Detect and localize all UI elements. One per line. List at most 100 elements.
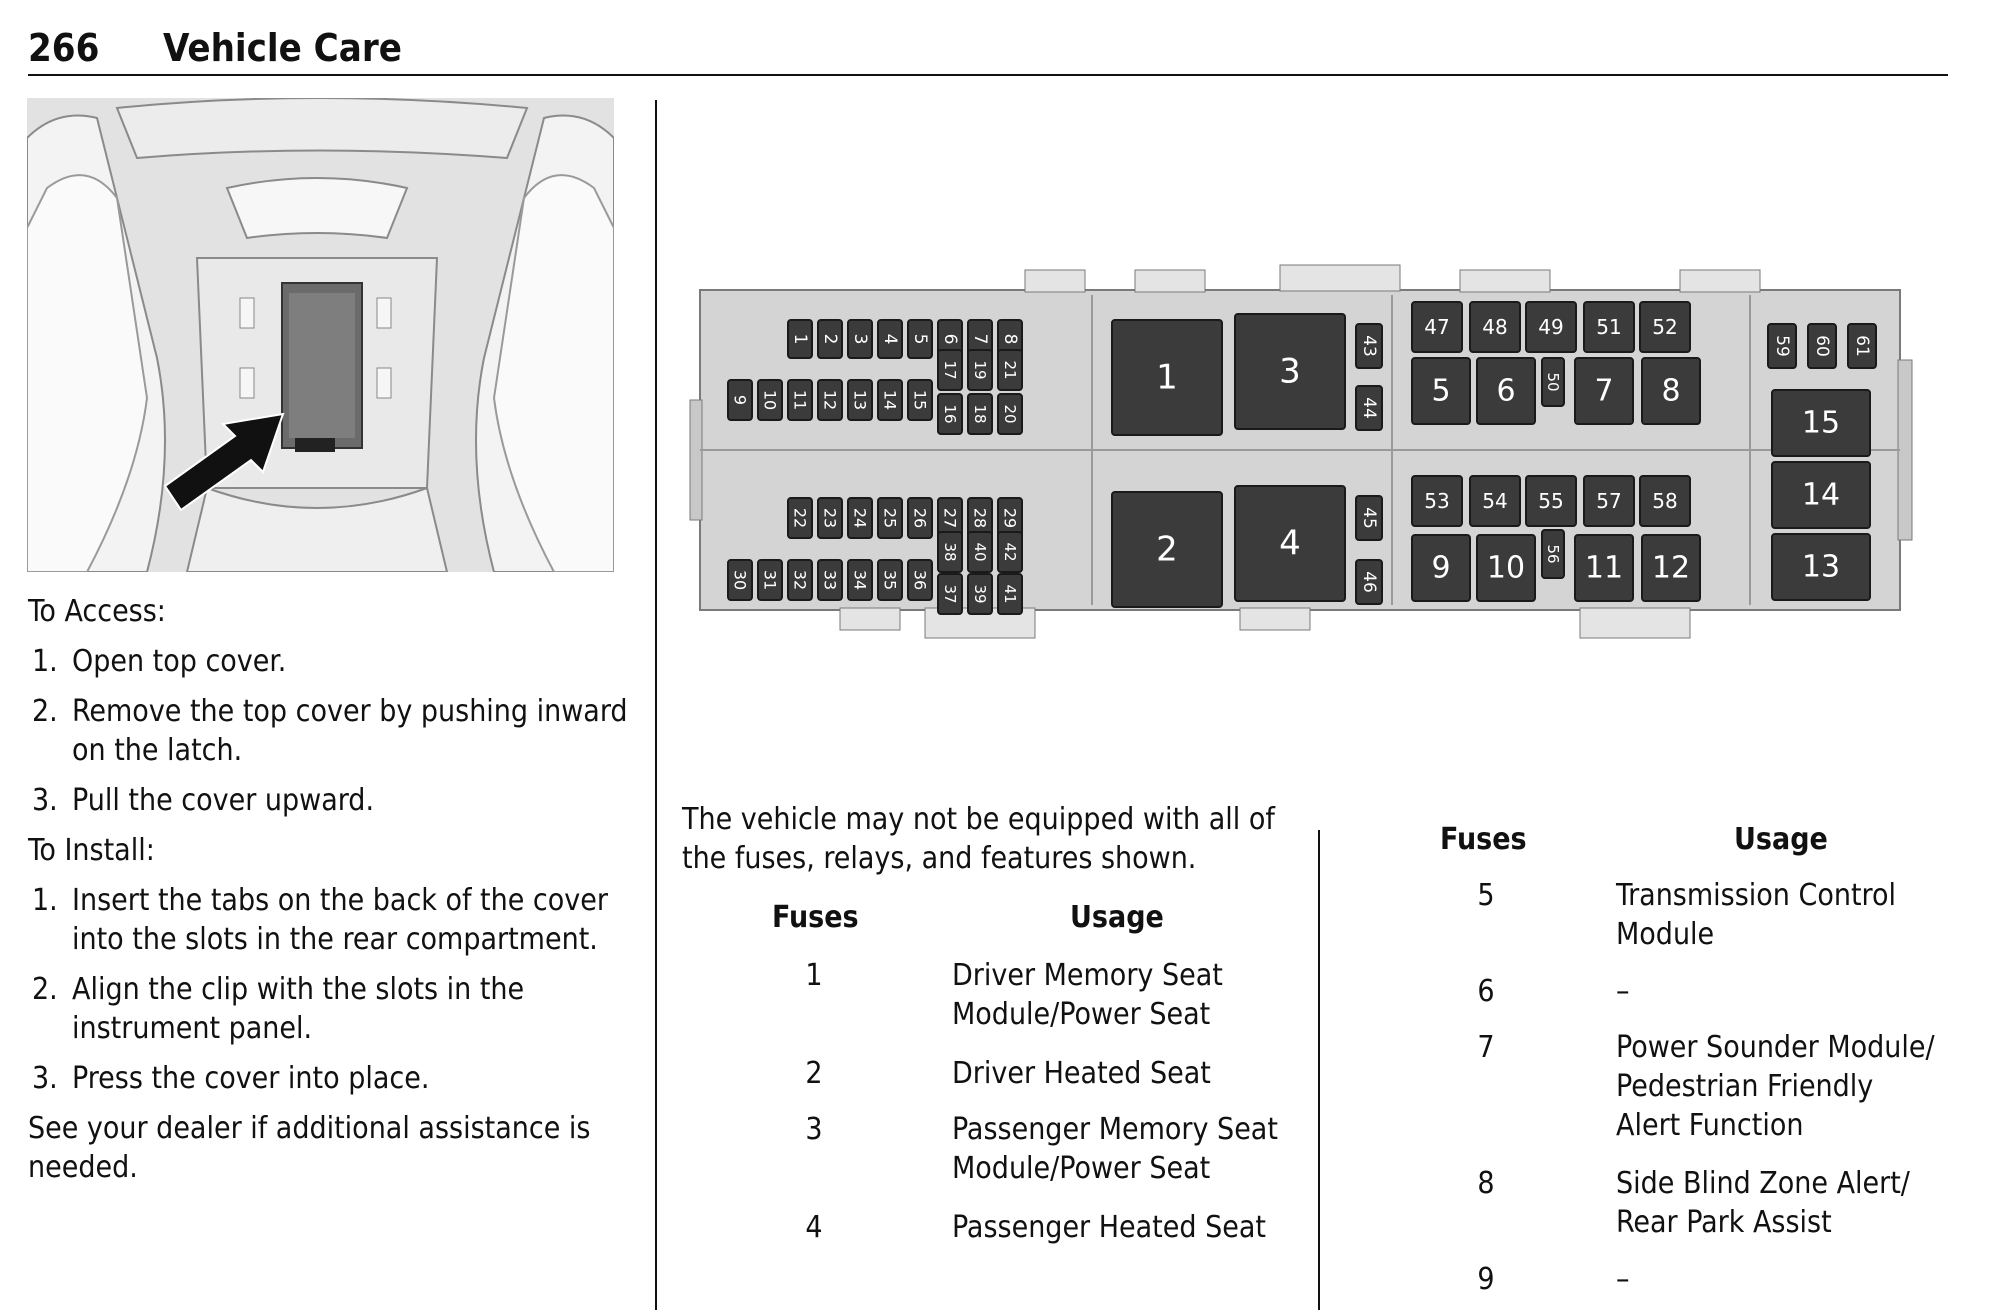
fuse-label: 2 [1156, 530, 1178, 570]
fuse-label: 34 [851, 570, 870, 590]
col-header-usage: Usage [1070, 900, 1164, 935]
fuse-usage: – [1616, 1260, 1630, 1299]
relay: 5 [1411, 357, 1471, 425]
fuse-label: 20 [1001, 404, 1019, 423]
usage-line: Passenger Heated Seat [952, 1210, 1266, 1245]
fuse-usage: Driver Memory Seat Module/Power Seat [952, 956, 1223, 1034]
fuse-label: 3 [850, 334, 870, 345]
fuse-label: 22 [791, 508, 810, 528]
dealer-note: See your dealer if additional assistance… [28, 1111, 591, 1185]
fuse-label: 12 [821, 390, 840, 410]
small-fuse: 18 [967, 393, 993, 435]
fuse-label: 33 [821, 570, 840, 590]
mini-fuse: 53 [1411, 475, 1463, 527]
step-number: 2. [32, 694, 58, 729]
large-relay: 2 [1111, 491, 1223, 608]
fuse-number: 2 [805, 1056, 823, 1091]
small-fuse: 34 [847, 559, 873, 601]
large-relay: 1 [1111, 319, 1223, 436]
large-relay: 4 [1234, 485, 1346, 602]
small-fuse: 33 [817, 559, 843, 601]
fuse-usage-table-left: Fuses Usage 1 Driver Memory Seat Module/… [682, 886, 1302, 1286]
fuse-usage: Side Blind Zone Alert/ Rear Park Assist [1616, 1164, 1910, 1242]
small-fuse: 38 [937, 531, 963, 573]
access-step: 1.Open top cover. [28, 642, 628, 681]
fuse-label: 6 [1496, 374, 1515, 409]
fuse-label: 41 [1001, 584, 1019, 603]
relay: 9 [1411, 534, 1471, 602]
small-fuse: 59 [1767, 323, 1797, 369]
mini-fuse: 57 [1583, 475, 1635, 527]
step-text: Press the cover into place. [72, 1061, 430, 1096]
fuse-label: 12 [1652, 551, 1690, 586]
fuse-usage: Passenger Heated Seat [952, 1208, 1266, 1247]
usage-line: Module [1616, 917, 1715, 952]
fuse-label: 7 [970, 334, 990, 345]
small-fuse: 20 [997, 393, 1023, 435]
fuse-label: 9 [731, 395, 750, 405]
relay: 13 [1771, 533, 1871, 601]
small-fuse: 24 [847, 497, 873, 539]
fuse-label: 59 [1772, 335, 1792, 357]
step-text: Remove the top cover by pushing inward o… [72, 694, 628, 768]
relay: 14 [1771, 461, 1871, 529]
small-fuse: 60 [1807, 323, 1837, 369]
usage-line: Module/Power Seat [952, 1151, 1211, 1186]
usage-line: Module/Power Seat [952, 997, 1211, 1032]
col-header-fuses: Fuses [1440, 822, 1527, 857]
fuse-number: 8 [1477, 1166, 1495, 1201]
fuse-label: 55 [1538, 489, 1563, 513]
small-fuse: 43 [1355, 323, 1383, 369]
fuse-usage: Passenger Memory Seat Module/Power Seat [952, 1110, 1278, 1188]
small-fuse: 2 [817, 319, 843, 359]
small-fuse: 42 [997, 531, 1023, 573]
small-fuse: 10 [757, 379, 783, 421]
small-fuse: 44 [1355, 385, 1383, 431]
fuse-label: 56 [1544, 544, 1562, 563]
fuse-label: 25 [881, 508, 900, 528]
fuse-label: 31 [761, 570, 780, 590]
fuse-label: 53 [1424, 489, 1449, 513]
small-fuse: 21 [997, 349, 1023, 391]
step-text: Insert the tabs on the back of the cover… [72, 883, 608, 957]
small-fuse: 16 [937, 393, 963, 435]
fuse-label: 17 [941, 360, 959, 379]
fuse-usage: Power Sounder Module/ Pedestrian Friendl… [1616, 1028, 1935, 1145]
usage-line: Transmission Control [1616, 878, 1896, 913]
usage-line: – [1616, 1262, 1630, 1297]
fuse-label: 9 [1431, 551, 1450, 586]
column-divider-left [655, 100, 657, 1310]
fuse-label: 32 [791, 570, 810, 590]
fuse-label: 13 [1802, 550, 1840, 585]
relay: 12 [1641, 534, 1701, 602]
small-fuse: 37 [937, 573, 963, 615]
fuse-label: 35 [881, 570, 900, 590]
fuse-number: 4 [805, 1210, 823, 1245]
small-fuse: 14 [877, 379, 903, 421]
fuse-label: 8 [1661, 374, 1680, 409]
small-fuse: 31 [757, 559, 783, 601]
small-fuse: 9 [727, 379, 753, 421]
fuse-label: 7 [1594, 374, 1613, 409]
step-text: Pull the cover upward. [72, 783, 375, 818]
fuse-label: 48 [1482, 315, 1507, 339]
fuse-label: 5 [1431, 374, 1450, 409]
fuse-label: 18 [971, 404, 989, 423]
usage-line: Power Sounder Module/ [1616, 1030, 1935, 1065]
fuse-number: 7 [1477, 1030, 1495, 1065]
small-fuse: 25 [877, 497, 903, 539]
usage-line: Side Blind Zone Alert/ [1616, 1166, 1910, 1201]
fuse-label: 1 [790, 334, 810, 345]
access-instructions: To Access: 1.Open top cover. 2.Remove th… [28, 592, 628, 1198]
small-fuse: 39 [967, 573, 993, 615]
small-fuse: 61 [1847, 323, 1877, 369]
fuse-label: 60 [1812, 335, 1832, 357]
usage-line: Pedestrian Friendly [1616, 1069, 1874, 1104]
mini-fuse: 48 [1469, 301, 1521, 353]
fuse-label: 15 [911, 390, 930, 410]
step-text: Align the clip with the slots in the ins… [72, 972, 525, 1046]
fuse-label: 42 [1001, 542, 1019, 561]
small-fuse: 15 [907, 379, 933, 421]
